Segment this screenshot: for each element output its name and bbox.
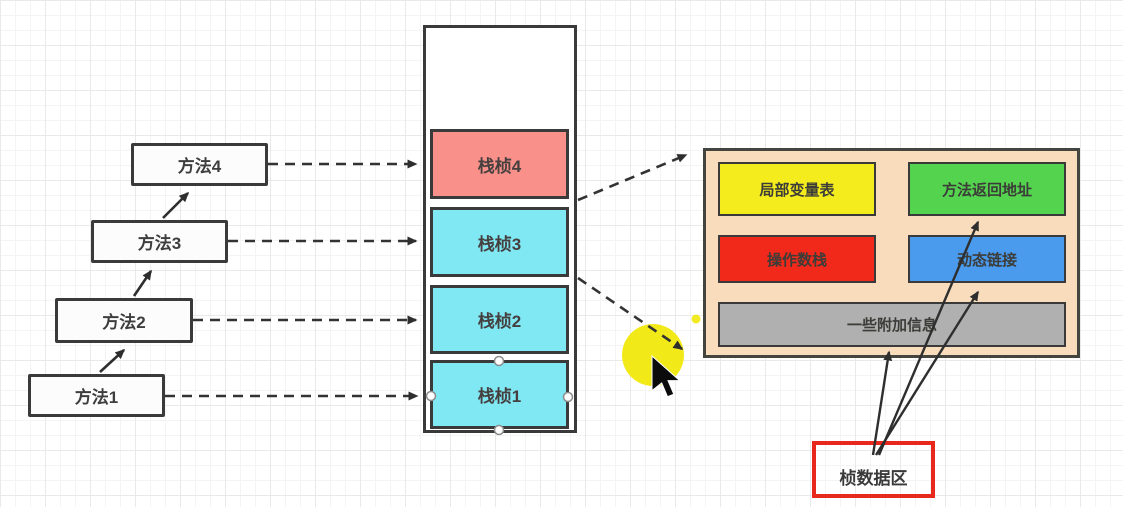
mouse-cursor-icon — [651, 354, 682, 398]
operand-stack-box[interactable]: 操作数栈 — [718, 235, 876, 283]
method2-label: 方法2 — [102, 313, 146, 332]
stack-frame-1-label: 栈桢1 — [477, 387, 522, 406]
stack-frame-3-label: 栈桢3 — [477, 234, 522, 254]
stack-frame-4[interactable]: 栈桢4 — [430, 129, 569, 199]
arrow-framedata-extra-info — [871, 350, 893, 456]
stack-frame-2[interactable]: 栈桢2 — [430, 285, 569, 354]
dashed-arrow-stack-panel-top — [577, 153, 688, 202]
local-variable-table-box[interactable]: 局部变量表 — [718, 162, 876, 216]
method4-box[interactable]: 方法4 — [131, 143, 268, 186]
stack-frame-1[interactable]: 栈桢1 — [430, 360, 569, 429]
operand-stack-label: 操作数栈 — [766, 251, 827, 269]
method-return-address-box[interactable]: 方法返回地址 — [908, 162, 1066, 216]
arrow-method3-method4 — [162, 191, 190, 219]
method1-label: 方法1 — [74, 388, 119, 407]
highlight-circle — [622, 314, 701, 386]
method4-label: 方法4 — [177, 157, 222, 176]
stack-frame-2-label: 栈桢2 — [477, 312, 522, 331]
method1-box[interactable]: 方法1 — [28, 374, 165, 417]
method3-box[interactable]: 方法3 — [91, 220, 228, 263]
frame-data-area-box[interactable]: 桢数据区 — [812, 441, 935, 498]
method2-box[interactable]: 方法2 — [55, 298, 193, 343]
extra-info-box[interactable]: 一些附加信息 — [718, 302, 1066, 347]
method-return-address-label: 方法返回地址 — [941, 181, 1032, 199]
frame-data-area-label: 桢数据区 — [839, 469, 908, 488]
arrow-method1-method2 — [99, 348, 126, 373]
stack-frame-4-label: 栈桢4 — [477, 156, 522, 176]
method3-label: 方法3 — [137, 234, 182, 253]
extra-info-label: 一些附加信息 — [846, 317, 937, 334]
dynamic-link-box[interactable]: 动态链接 — [908, 235, 1066, 283]
arrow-method2-method3 — [132, 269, 153, 297]
local-variable-table-label: 局部变量表 — [759, 181, 835, 199]
dynamic-link-label: 动态链接 — [956, 251, 1017, 269]
dashed-arrow-stack-panel-bottom — [577, 276, 684, 351]
stack-frame-3[interactable]: 栈桢3 — [430, 207, 569, 277]
